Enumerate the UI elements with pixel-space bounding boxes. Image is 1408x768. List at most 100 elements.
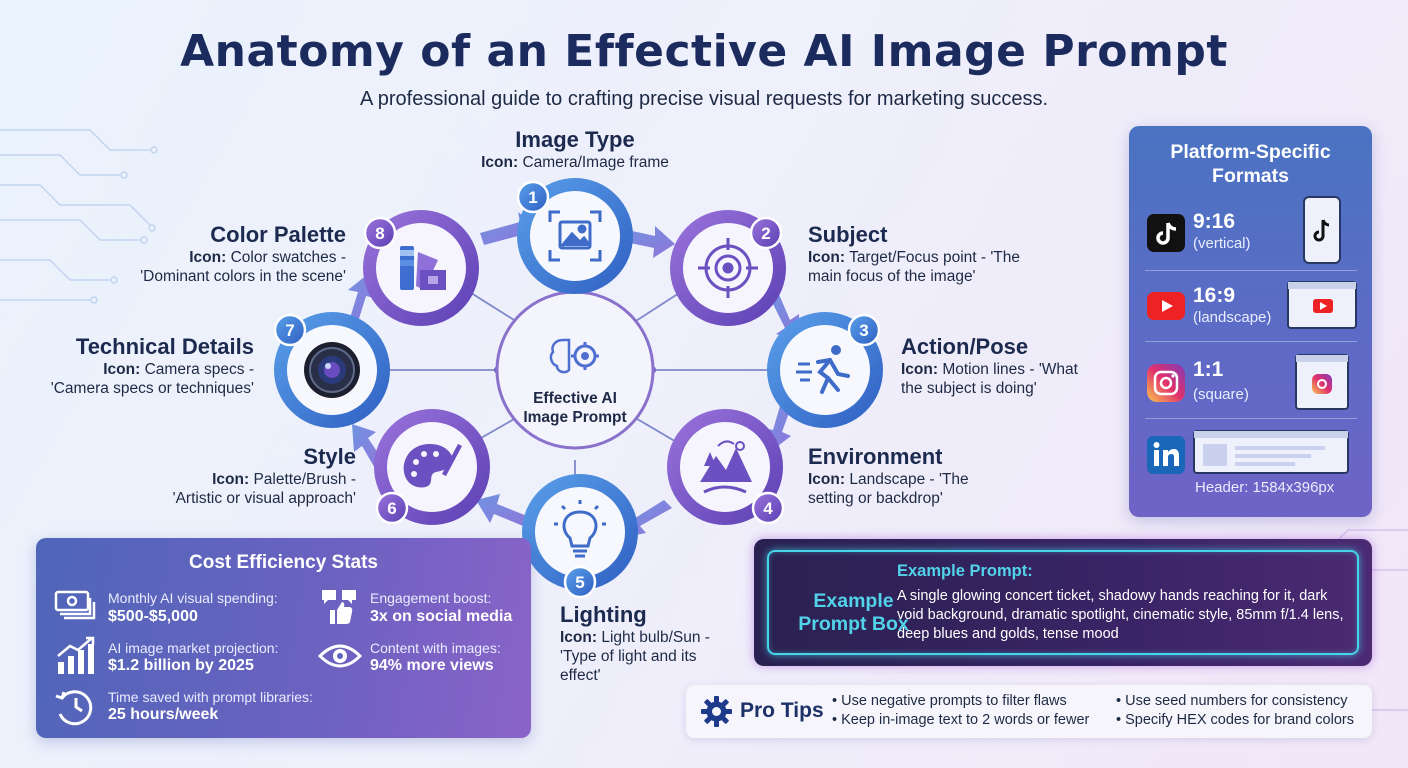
stat-2-label: Engagement boost: [370,590,492,606]
example-prompt-frame: Example Prompt Box [767,550,1359,655]
page-title: Anatomy of an Effective AI Image Prompt [180,26,1228,77]
node-8-icon-prefix: Icon: [189,249,227,266]
brain-gear-icon [549,338,599,374]
platform-title-line1: Platform-Specific [1170,141,1331,163]
node-5-desc-1: 'Type of light and its [560,648,697,665]
stat-3-value: $1.2 billion by 2025 [108,657,254,674]
platform-title-line2: Formats [1212,165,1289,187]
node-1-text: Image Type Icon: Camera/Image frame [440,127,710,172]
growth-chart-icon [57,636,95,674]
tiktok-ratio: 9:16 [1193,210,1236,233]
node-6-style [374,409,490,525]
stat-5-label: Time saved with prompt libraries: [108,689,313,705]
node-4-desc-1: setting or backdrop' [808,490,943,507]
youtube-icon [1147,292,1185,320]
stat-1-value: $500-$5,000 [108,608,198,625]
node-2-text: Subject Icon: Target/Focus point - 'The … [808,222,1078,286]
node-6-desc-1: 'Artistic or visual approach' [172,490,356,507]
eye-icon [318,644,362,668]
node-5-title: Lighting [560,602,647,627]
money-stack-icon [54,590,96,620]
light-bulb-icon [554,500,606,558]
node-4-text: Environment Icon: Landscape - 'The setti… [808,444,1078,508]
running-person-icon [796,345,850,394]
node-2-title: Subject [808,222,888,247]
node-2-desc-1: main focus of the image' [808,268,976,285]
tiktok-label: (vertical) [1193,235,1251,252]
stat-1-label: Monthly AI visual spending: [108,590,278,606]
phone-mockup-icon [1303,196,1341,264]
example-heading: Example Prompt: [897,562,1033,580]
node-8-title: Color Palette [210,222,346,247]
image-frame-icon [548,210,602,262]
node-1-icon-prefix: Icon: [481,154,519,171]
node-5-text: Lighting Icon: Light bulb/Sun - 'Type of… [560,602,760,685]
arrow-5-to-6 [476,494,532,528]
node-3-title: Action/Pose [901,334,1029,359]
node-3-desc-1: the subject is doing' [901,380,1037,397]
center-label-line1: Effective AI [533,390,617,407]
node-7-desc-1: 'Camera specs or techniques' [50,380,254,397]
node-5-icon-prefix: Icon: [560,629,598,646]
instagram-icon [1147,364,1185,402]
landscape-icon [700,440,752,494]
node-7-icon-text: Camera specs - [144,361,254,378]
tip-3: • Use seed numbers for consistency [1116,693,1348,709]
example-box-label: Example Prompt Box [791,590,916,636]
node-8-desc-1: 'Dominant colors in the scene' [140,268,346,285]
pro-tips-box: Pro Tips • Use negative prompts to filte… [686,685,1372,738]
square-screen-icon [1295,354,1349,410]
node-2-number: 2 [761,224,770,243]
node-6-title: Style [303,444,356,469]
node-5-lighting [522,474,638,599]
node-7-technical-details [273,312,390,428]
color-swatches-icon [400,246,446,290]
platform-row-linkedin: Header: 1584x396px [1145,426,1357,496]
target-icon [698,238,758,298]
tip-1: • Use negative prompts to filter flaws [832,693,1067,709]
page-subtitle: A professional guide to crafting precise… [359,88,1049,110]
tip-4: • Specify HEX codes for brand colors [1116,712,1354,728]
node-4-icon-text: Landscape - 'The [849,471,969,488]
node-6-number: 6 [387,499,396,518]
center-label: Effective AI Image Prompt [505,389,645,427]
stat-5-value: 25 hours/week [108,706,219,723]
node-7-title: Technical Details [75,334,254,359]
node-1-title: Image Type [515,127,635,152]
stat-2-value: 3x on social media [370,608,513,625]
node-3-icon-text: Motion lines - 'What [942,361,1078,378]
example-label-line2: Prompt Box [798,613,909,635]
node-7-text: Technical Details Icon: Camera specs - '… [14,334,254,398]
node-3-action-pose [767,312,883,428]
banner-screen-icon [1193,430,1349,474]
palette-icon [403,444,462,488]
stat-3-label: AI image market projection: [108,640,279,656]
node-6-icon-text: Palette/Brush - [253,471,356,488]
node-5-number: 5 [575,573,584,592]
node-1-number: 1 [528,188,537,207]
platform-separator [1145,341,1357,342]
platform-row-tiktok: 9:16 (vertical) [1145,196,1357,268]
node-8-color-palette [363,210,479,326]
stat-4-label: Content with images: [370,640,501,656]
landscape-screen-icon [1287,281,1357,329]
node-6-icon-prefix: Icon: [212,471,250,488]
platform-separator [1145,418,1357,419]
node-4-environment [667,409,785,525]
node-5-icon-text: Light bulb/Sun - [601,629,710,646]
youtube-label: (landscape) [1193,309,1272,326]
node-2-icon-prefix: Icon: [808,249,846,266]
node-8-number: 8 [375,224,384,243]
instagram-label: (square) [1193,386,1249,403]
gear-icon [701,696,732,727]
cost-efficiency-panel: Cost Efficiency Stats Monthly AI visual … [36,538,531,738]
node-6-text: Style Icon: Palette/Brush - 'Artistic or… [96,444,356,508]
node-4-title: Environment [808,444,943,469]
node-1-image-type [516,178,633,294]
node-4-icon-prefix: Icon: [808,471,846,488]
node-1-icon-text: Camera/Image frame [522,154,669,171]
node-3-text: Action/Pose Icon: Motion lines - 'What t… [901,334,1131,398]
node-4-number: 4 [763,499,773,518]
pro-tips-title: Pro Tips [740,699,824,722]
